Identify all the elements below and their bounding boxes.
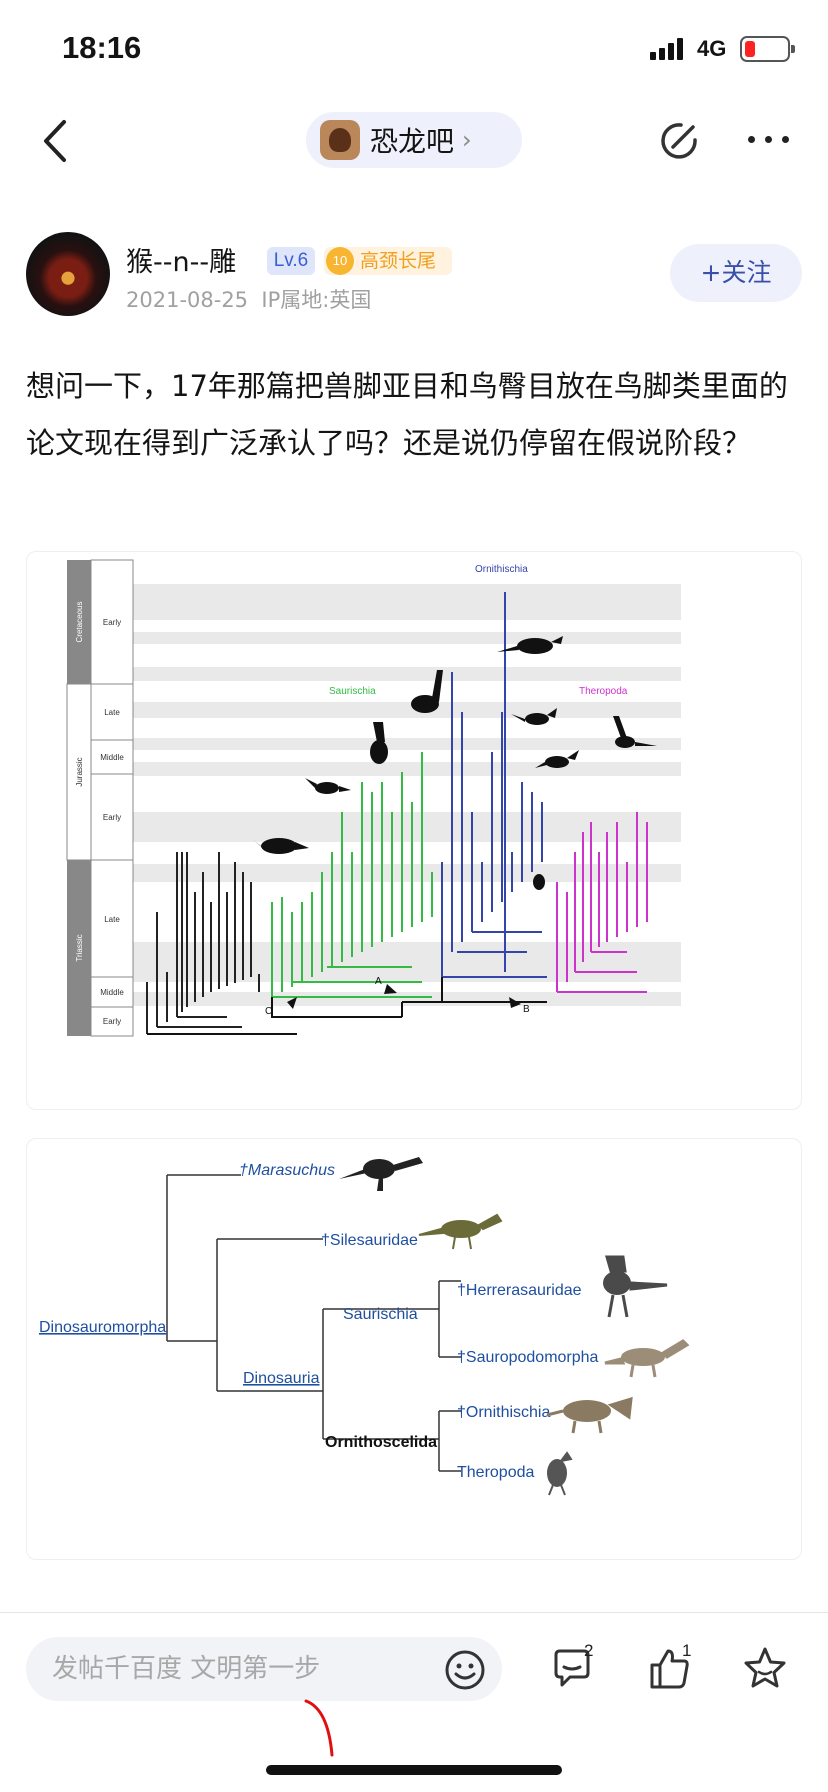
comment-count: 2 [584, 1641, 594, 1660]
cladogram-lines [166, 1174, 461, 1472]
taxon-ornithischia: †Ornithischia [457, 1404, 550, 1421]
share-icon[interactable] [657, 118, 703, 164]
epoch-label: Early [103, 618, 121, 627]
emoji-icon[interactable] [444, 1649, 486, 1691]
post-ip: IP属地:英国 [261, 288, 372, 312]
phylogeny-figure-1[interactable]: Cretaceous Jurassic Triassic Early Late … [26, 551, 802, 1110]
more-icon[interactable] [748, 136, 790, 146]
bottom-bar: 发帖千百度 文明第一步 2 1 [0, 1612, 828, 1792]
signal-icon [650, 38, 686, 60]
network-type: 4G [697, 36, 727, 61]
node-label-a: A [375, 976, 382, 987]
avatar[interactable] [26, 232, 110, 316]
clade-root: Dinosauromorpha [39, 1319, 166, 1336]
battery-icon [740, 36, 795, 62]
level-badge: Lv.6 [267, 247, 315, 275]
period-label: Triassic [75, 934, 84, 961]
period-label: Cretaceous [75, 602, 84, 643]
epoch-label: Early [103, 1017, 121, 1026]
follow-button[interactable]: +关注 [670, 244, 802, 302]
epoch-label: Middle [100, 988, 124, 997]
taxon-herrerasauridae: †Herrerasauridae [457, 1282, 582, 1299]
cladogram-figure-2[interactable]: Dinosauromorpha †Marasuchus †Silesaurida… [26, 1138, 802, 1560]
clade-label-theropoda: Theropoda [579, 686, 628, 697]
ornithischia-branches [441, 592, 547, 978]
root-connectors [147, 977, 547, 1035]
nav-bar: 恐龙吧 › [0, 100, 828, 200]
taxon-sauropodomorpha: †Sauropodomorpha [457, 1349, 599, 1366]
clade-label-ornithischia: Ornithischia [475, 564, 528, 575]
post-date: 2021-08-25 [126, 288, 249, 312]
epoch-label: Late [104, 708, 120, 717]
epoch-label: Middle [100, 753, 124, 762]
forum-name: 恐龙吧 [370, 125, 455, 158]
epoch-label: Early [103, 813, 121, 822]
forum-avatar [320, 120, 360, 160]
chevron-right-icon: › [462, 126, 472, 154]
node-label-c: C [265, 1006, 272, 1017]
status-time: 18:16 [62, 30, 142, 65]
annotation-stroke [304, 1699, 334, 1757]
author-name[interactable]: 猴--n--雕 [126, 247, 237, 278]
period-label: Jurassic [75, 757, 84, 786]
taxon-theropoda: Theropoda [457, 1464, 534, 1481]
taxon-silesauridae: †Silesauridae [321, 1232, 418, 1249]
comment-input[interactable]: 发帖千百度 文明第一步 [26, 1637, 502, 1701]
title-badge: 10 高颈长尾 [324, 247, 452, 275]
clade-saurischia: Saurischia [343, 1306, 418, 1323]
node-label-b: B [523, 1004, 530, 1015]
clade-ornithoscelida: Ornithoscelida [325, 1434, 437, 1451]
taxon-illustrations [339, 1157, 690, 1496]
time-bands [133, 584, 681, 1006]
home-indicator[interactable] [266, 1765, 562, 1775]
like-icon[interactable] [646, 1645, 692, 1691]
dinosaur-silhouettes [253, 636, 657, 890]
period-column: Cretaceous Jurassic Triassic Early Late … [66, 559, 134, 1037]
comment-icon[interactable] [550, 1645, 596, 1691]
favorite-icon[interactable] [742, 1645, 788, 1691]
post-body: 想问一下，17年那篇把兽脚亚目和鸟臀目放在鸟脚类里面的论文现在得到广泛承认了吗？… [26, 369, 788, 460]
theropoda-branches [556, 812, 648, 993]
post-meta: 2021-08-25 IP属地:英国 [126, 284, 371, 314]
cladogram-labels: Dinosauromorpha †Marasuchus †Silesaurida… [39, 1162, 599, 1481]
node-markers: A B C [265, 976, 530, 1017]
saurischia-branches [271, 752, 433, 998]
like-count: 1 [682, 1641, 692, 1660]
title-level-icon: 10 [326, 247, 354, 275]
taxon-marasuchus: †Marasuchus [239, 1162, 335, 1179]
back-icon[interactable] [36, 116, 76, 166]
forum-pill[interactable]: 恐龙吧 › [306, 112, 522, 168]
status-bar: 18:16 4G [0, 0, 828, 100]
title-badge-label: 高颈长尾 [360, 250, 437, 272]
clade-label-saurischia: Saurischia [329, 686, 376, 697]
clade-dinosauria: Dinosauria [243, 1370, 320, 1387]
epoch-label: Late [104, 915, 120, 924]
